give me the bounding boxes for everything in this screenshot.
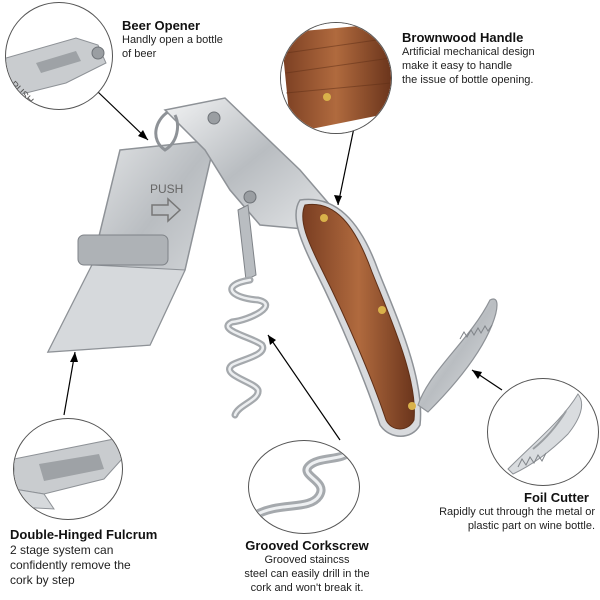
handle-callout: Brownwood Handle Artificial mechanical d… [402, 30, 597, 88]
corkscrew-callout: Grooved Corkscrew Grooved staincss steel… [222, 538, 392, 596]
arrow-right-icon [151, 197, 182, 223]
callout-arrowheads [70, 130, 482, 379]
fulcrum-callout: Double-Hinged Fulcrum 2 stage system can… [10, 527, 210, 588]
beer-opener-desc-line: of beer [122, 48, 157, 60]
beer-opener-callout: Beer Opener Handly open a bottle of beer [122, 18, 282, 62]
foil-cutter-blade [417, 298, 498, 413]
foil-cutter-desc-line: Rapidly cut through the metal or [439, 506, 595, 519]
detail-circle-foil-cutter [487, 378, 599, 486]
beer-opener-title: Beer Opener [122, 18, 201, 33]
foil-cutter-title: Foil Cutter [524, 490, 589, 505]
detail-circle-fulcrum [13, 418, 123, 520]
detail-circle-beer-opener: PUSH [5, 2, 113, 110]
fulcrum-title: Double-Hinged Fulcrum [10, 527, 158, 542]
beer-opener-desc-line: Handly open a bottle [122, 34, 223, 47]
handle-desc-line: Artificial mechanical design [402, 46, 535, 59]
fulcrum-arm: PUSH [46, 139, 216, 353]
wood-handle [295, 198, 422, 437]
detail-circle-corkscrew [248, 440, 360, 534]
detail-circle-handle [280, 22, 392, 134]
corkscrew-desc-line: Grooved staincss [264, 554, 350, 567]
foil-cutter-desc-line: plastic part on wine bottle. [467, 520, 595, 532]
corkscrew-title: Grooved Corkscrew [245, 538, 369, 553]
corkscrew-worm [224, 204, 270, 419]
handle-desc-line: the issue of bottle opening. [402, 73, 534, 86]
handle-title: Brownwood Handle [402, 30, 524, 45]
corkscrew-desc-line: steel can easily drill in the [244, 568, 370, 580]
fulcrum-desc-line: cork by step [10, 573, 75, 588]
foil-cutter-callout: Foil Cutter Rapidly cut through the meta… [412, 490, 595, 534]
handle-desc-line: make it easy to handle [402, 60, 513, 72]
fulcrum-desc-line: 2 stage system can [10, 543, 114, 558]
push-label: PUSH [150, 182, 183, 196]
corkscrew-desc-line: cork and won't break it. [250, 581, 364, 594]
fulcrum-desc-line: confidently remove the [10, 558, 131, 573]
callout-lines [63, 91, 503, 441]
